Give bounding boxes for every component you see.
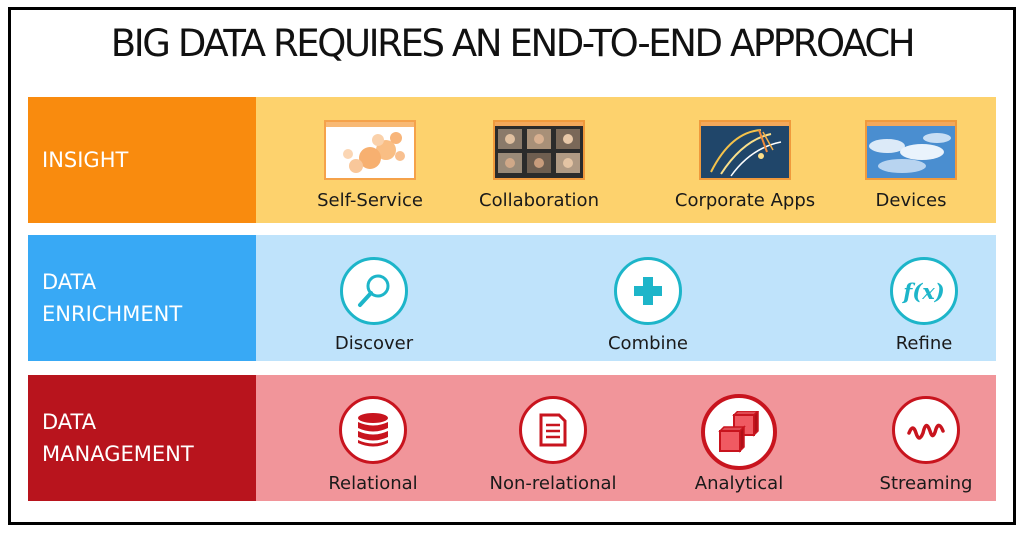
insight-label: INSIGHT [28,97,256,223]
management-item-label: Relational [328,473,418,494]
database-icon [339,396,407,464]
insight-layer: INSIGHT Self-Service [28,97,996,223]
document-icon [519,396,587,464]
plus-icon [614,257,682,325]
management-label-line: MANAGEMENT [42,442,194,466]
management-layer: DATA MANAGEMENT Relational [28,375,996,501]
wave-icon [892,396,960,464]
bubbles-thumbnail-icon [324,120,416,180]
cubes-icon [701,394,777,470]
fireworks-thumbnail-icon [699,120,791,180]
insight-items: Self-Service [256,97,996,223]
management-item-label: Analytical [694,473,784,494]
management-label-line: DATA [42,410,97,434]
insight-item-label: Collaboration [479,190,599,211]
management-label: DATA MANAGEMENT [28,375,256,501]
enrichment-item-label: Combine [607,333,689,354]
management-item-label: Non-relational [489,473,617,494]
enrichment-layer: DATA ENRICHMENT Discover Combine [28,235,996,361]
function-icon: f(x) [890,257,958,325]
page-title: BIG DATA REQUIRES AN END-TO-END APPROACH [110,22,916,65]
sky-thumbnail-icon [865,120,957,180]
enrichment-label-line: ENRICHMENT [42,302,183,326]
insight-item-label: Devices [875,190,947,211]
insight-item-label: Corporate Apps [674,190,816,211]
video-call-thumbnail-icon [493,120,585,180]
enrichment-label-line: DATA [42,270,97,294]
enrichment-item-label: Discover [334,333,414,354]
management-item-label: Streaming [879,473,973,494]
enrichment-label: DATA ENRICHMENT [28,235,256,361]
enrichment-items: Discover Combine f(x) Refine [256,235,996,361]
insight-label-line: INSIGHT [42,148,129,172]
magnifier-icon [340,257,408,325]
function-icon-text: f(x) [903,278,945,304]
enrichment-item-label: Refine [895,333,953,354]
insight-item-label: Self-Service [317,190,423,211]
management-items: Relational Non-relational [256,375,996,501]
